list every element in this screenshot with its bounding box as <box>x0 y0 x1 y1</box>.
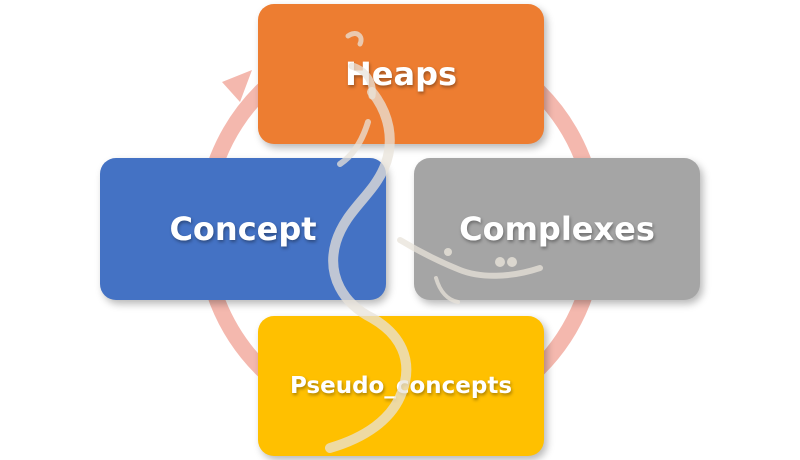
cycle-arrowhead-icon <box>222 70 252 102</box>
complexes-node-label: Complexes <box>459 210 655 248</box>
pseudo-concepts-node-label: Pseudo_concepts <box>289 373 513 399</box>
concept-node-label: Concept <box>169 210 317 248</box>
heaps-node-label: Heaps <box>344 55 458 93</box>
complexes-node: Complexes <box>414 158 700 300</box>
heaps-node: Heaps <box>258 4 544 144</box>
pseudo-concepts-node: Pseudo_concepts <box>258 316 544 456</box>
concept-node: Concept <box>100 158 386 300</box>
